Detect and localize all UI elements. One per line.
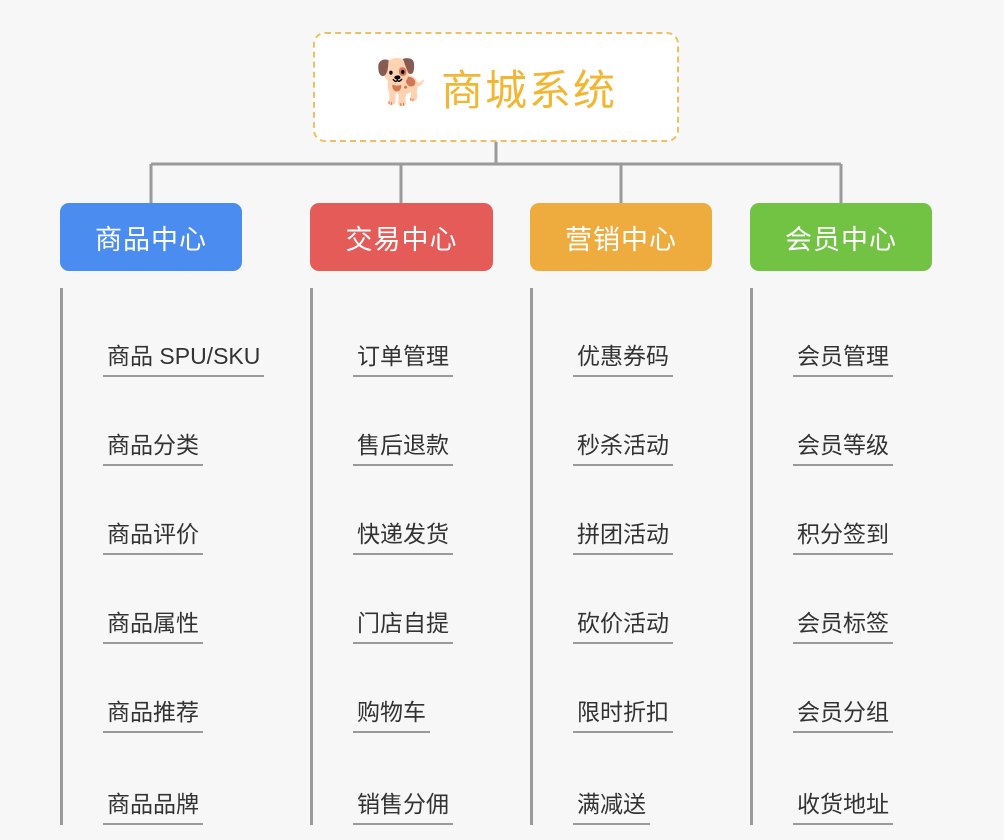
- leaf-label: 优惠券码: [573, 343, 673, 377]
- leaf-list-商品中心: 商品 SPU/SKU 商品分类 商品评价 商品属性 商品推荐 商品品牌: [60, 288, 290, 825]
- leaf-item[interactable]: 商品推荐: [67, 644, 290, 733]
- category-box-会员中心[interactable]: 会员中心: [750, 203, 932, 271]
- leaf-label: 商品分类: [103, 432, 203, 466]
- leaf-label: 购物车: [353, 699, 430, 733]
- leaf-label: 砍价活动: [573, 610, 673, 644]
- leaf-item[interactable]: 满减送: [537, 733, 740, 825]
- leaf-item[interactable]: 商品 SPU/SKU: [67, 288, 290, 377]
- leaf-label: 会员管理: [793, 343, 893, 377]
- leaf-label: 门店自提: [353, 610, 453, 644]
- leaf-list-会员中心: 会员管理 会员等级 积分签到 会员标签 会员分组 收货地址: [750, 288, 960, 825]
- leaf-label: 快递发货: [353, 521, 453, 555]
- leaf-label: 拼团活动: [573, 521, 673, 555]
- leaf-item[interactable]: 会员标签: [757, 555, 960, 644]
- leaf-item[interactable]: 商品评价: [67, 466, 290, 555]
- leaf-label: 会员标签: [793, 610, 893, 644]
- root-title: 商城系统: [440, 66, 617, 114]
- category-label: 交易中心: [345, 224, 458, 255]
- leaf-item[interactable]: 商品品牌: [67, 733, 290, 825]
- leaf-item[interactable]: 优惠券码: [537, 288, 740, 377]
- leaf-label: 会员等级: [793, 432, 893, 466]
- leaf-label: 秒杀活动: [573, 432, 673, 466]
- leaf-label: 商品品牌: [103, 791, 203, 825]
- leaf-list-营销中心: 优惠券码 秒杀活动 拼团活动 砍价活动 限时折扣 满减送: [530, 288, 740, 825]
- leaf-label: 商品评价: [103, 521, 203, 555]
- leaf-list-交易中心: 订单管理 售后退款 快递发货 门店自提 购物车 销售分佣: [310, 288, 520, 825]
- leaf-item[interactable]: 会员分组: [757, 644, 960, 733]
- leaf-item[interactable]: 商品属性: [67, 555, 290, 644]
- leaf-item[interactable]: 秒杀活动: [537, 377, 740, 466]
- leaf-item[interactable]: 拼团活动: [537, 466, 740, 555]
- leaf-label: 订单管理: [353, 343, 453, 377]
- leaf-item[interactable]: 订单管理: [317, 288, 520, 377]
- category-label: 营销中心: [565, 224, 677, 255]
- leaf-item[interactable]: 购物车: [317, 644, 520, 733]
- leaf-item[interactable]: 砍价活动: [537, 555, 740, 644]
- leaf-item[interactable]: 商品分类: [67, 377, 290, 466]
- leaf-item[interactable]: 会员管理: [757, 288, 960, 377]
- root-node[interactable]: 🐕 商城系统: [313, 32, 679, 142]
- category-box-商品中心[interactable]: 商品中心: [60, 203, 242, 271]
- leaf-label: 满减送: [573, 791, 650, 825]
- leaf-label: 商品推荐: [103, 699, 203, 733]
- leaf-label: 商品 SPU/SKU: [103, 343, 265, 377]
- leaf-item[interactable]: 会员等级: [757, 377, 960, 466]
- leaf-label: 限时折扣: [573, 699, 673, 733]
- leaf-label: 销售分佣: [353, 791, 453, 825]
- category-label: 会员中心: [785, 224, 897, 255]
- shiba-dog-face-icon: 🐕: [374, 58, 430, 107]
- category-box-交易中心[interactable]: 交易中心: [310, 203, 493, 271]
- leaf-label: 收货地址: [793, 791, 893, 825]
- leaf-item[interactable]: 门店自提: [317, 555, 520, 644]
- leaf-item[interactable]: 售后退款: [317, 377, 520, 466]
- leaf-item[interactable]: 快递发货: [317, 466, 520, 555]
- category-box-营销中心[interactable]: 营销中心: [530, 203, 712, 271]
- category-column-营销中心: 营销中心 优惠券码 秒杀活动 拼团活动 砍价活动 限时折扣: [530, 203, 740, 825]
- category-column-会员中心: 会员中心 会员管理 会员等级 积分签到 会员标签 会员分组: [750, 203, 960, 825]
- leaf-item[interactable]: 积分签到: [757, 466, 960, 555]
- category-label: 商品中心: [95, 224, 207, 255]
- leaf-label: 商品属性: [103, 610, 203, 644]
- leaf-label: 积分签到: [793, 521, 893, 555]
- leaf-item[interactable]: 销售分佣: [317, 733, 520, 825]
- category-column-交易中心: 交易中心 订单管理 售后退款 快递发货 门店自提 购物车: [310, 203, 520, 825]
- leaf-label: 售后退款: [353, 432, 453, 466]
- category-column-商品中心: 商品中心 商品 SPU/SKU 商品分类 商品评价 商品属性 商品推荐: [60, 203, 290, 825]
- leaf-item[interactable]: 限时折扣: [537, 644, 740, 733]
- leaf-label: 会员分组: [793, 699, 893, 733]
- leaf-item[interactable]: 收货地址: [757, 733, 960, 825]
